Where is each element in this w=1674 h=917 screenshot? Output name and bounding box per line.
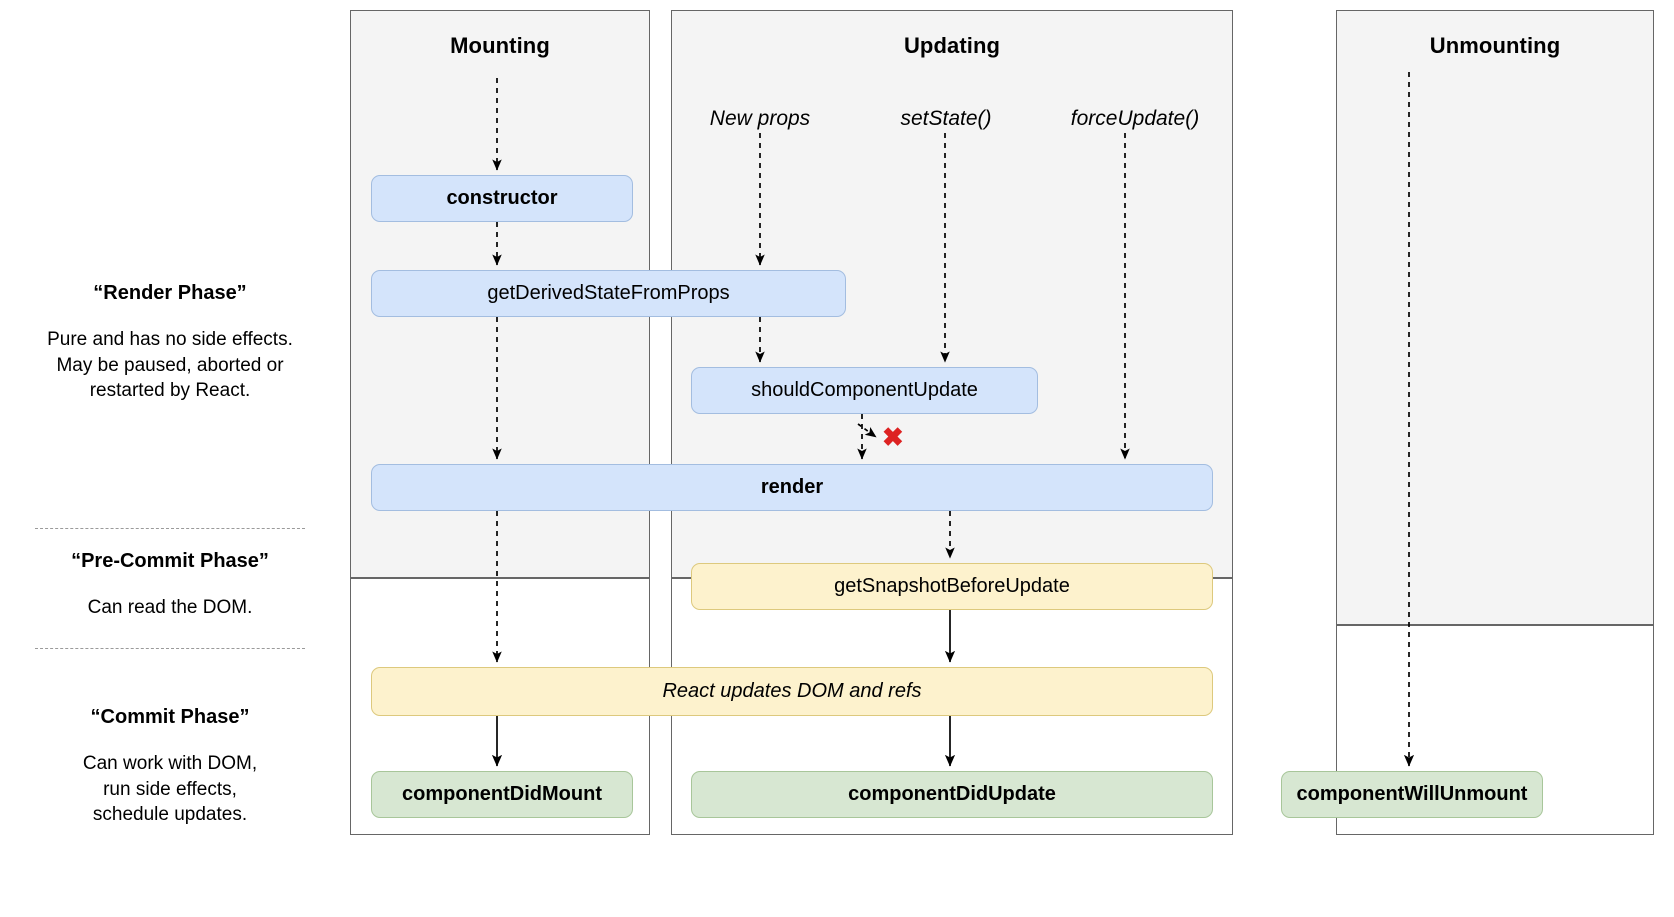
- phase-render-title: “Render Phase”: [93, 282, 247, 304]
- box-get-snapshot-before-update[interactable]: getSnapshotBeforeUpdate: [691, 563, 1213, 610]
- box-get-derived-state-from-props[interactable]: getDerivedStateFromProps: [371, 270, 846, 317]
- column-title-unmounting: Unmounting: [1429, 33, 1561, 58]
- box-should-component-update[interactable]: shouldComponentUpdate: [691, 367, 1038, 414]
- phase-pre-commit-description: Can read the DOM.: [87, 597, 253, 618]
- trigger-new-props: New props: [709, 107, 811, 130]
- trigger-set-state: setState(): [900, 107, 992, 130]
- box-component-did-update[interactable]: componentDidUpdate: [691, 771, 1213, 818]
- phase-render: “Render Phase” Pure and has no side effe…: [0, 282, 340, 404]
- column-title-updating: Updating: [903, 33, 1001, 58]
- phase-divider-top: [35, 528, 305, 529]
- panel-unmounting-upper: [1336, 10, 1654, 625]
- phase-commit-title: “Commit Phase”: [90, 706, 250, 728]
- phase-divider-bottom: [35, 648, 305, 649]
- box-react-updates-dom-and-refs[interactable]: React updates DOM and refs: [371, 667, 1213, 716]
- box-component-will-unmount[interactable]: componentWillUnmount: [1281, 771, 1543, 818]
- column-title-mounting: Mounting: [450, 33, 550, 58]
- phase-pre-commit: “Pre-Commit Phase” Can read the DOM.: [0, 550, 340, 621]
- phase-pre-commit-title: “Pre-Commit Phase”: [71, 550, 269, 572]
- trigger-force-update: forceUpdate(): [1070, 107, 1200, 130]
- box-render[interactable]: render: [371, 464, 1213, 511]
- box-component-did-mount[interactable]: componentDidMount: [371, 771, 633, 818]
- abort-x-icon: ✖: [882, 422, 904, 452]
- phase-commit-description: Can work with DOM, run side effects, sch…: [82, 753, 258, 826]
- phase-commit: “Commit Phase” Can work with DOM, run si…: [0, 706, 340, 828]
- phase-render-description: Pure and has no side effects. May be pau…: [47, 329, 293, 402]
- box-constructor[interactable]: constructor: [371, 175, 633, 222]
